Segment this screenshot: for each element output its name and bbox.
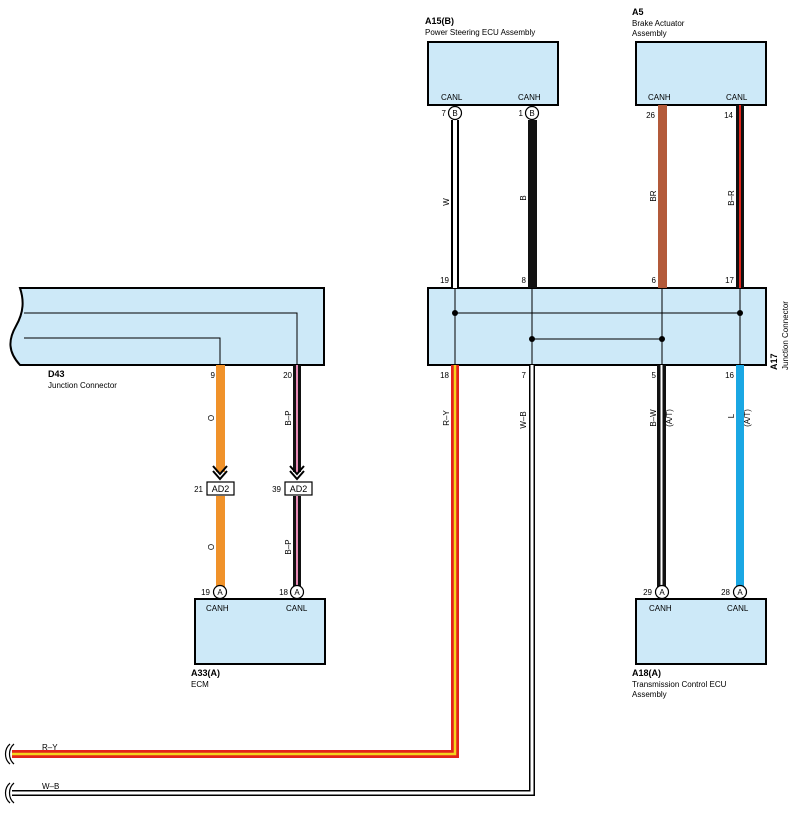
- wire-label: L: [727, 413, 736, 418]
- connector-letter: A: [217, 588, 223, 597]
- wire-label: W–B: [519, 411, 528, 428]
- a5-name-line1: Brake Actuator: [632, 19, 685, 28]
- a33-name: ECM: [191, 680, 209, 689]
- junction-ad2-left: AD2 21: [194, 465, 235, 496]
- connector-a33-19: A: [212, 584, 228, 600]
- wire-label: B–P: [284, 539, 293, 554]
- pin-number: 29: [643, 588, 652, 597]
- connector-a33-18: A: [289, 584, 305, 600]
- a17-code: A17: [769, 353, 779, 370]
- wire-r-y: [12, 365, 459, 758]
- a15-code: A15(B): [425, 16, 454, 26]
- a18-code: A18(A): [632, 668, 661, 678]
- d43-name: Junction Connector: [48, 381, 117, 390]
- a33-pin-canh: CANH: [206, 604, 229, 613]
- pin-number: 18: [440, 371, 449, 380]
- connector-letter: A: [659, 588, 665, 597]
- pin-number: 7: [522, 371, 527, 380]
- connector-a18-28: A: [732, 584, 748, 600]
- a18-pin-canl: CANL: [727, 604, 749, 613]
- connector-a18-29: A: [654, 584, 670, 600]
- pin-number: 5: [652, 371, 657, 380]
- a18-pin-canh: CANH: [649, 604, 672, 613]
- wire-label: R–Y: [42, 743, 58, 752]
- a33-pin-canl: CANL: [286, 604, 308, 613]
- wire-l: [736, 365, 744, 587]
- a5-pin-canl: CANL: [726, 93, 748, 102]
- a33-code: A33(A): [191, 668, 220, 678]
- wire-b: [528, 120, 537, 288]
- pin-number: 14: [724, 111, 733, 120]
- pin-number: 19: [201, 588, 210, 597]
- wire-label: B–R: [727, 190, 736, 206]
- wire-w: [451, 120, 459, 288]
- wire-label: B–P: [284, 410, 293, 425]
- pin-number: 7: [442, 109, 447, 118]
- pin-number: 9: [211, 371, 216, 380]
- wire-label: (A/T): [743, 409, 752, 427]
- component-a18: A18(A) Transmission Control ECU Assembly…: [632, 598, 767, 699]
- a18-name-line1: Transmission Control ECU: [632, 680, 727, 689]
- wire-b-p: [293, 365, 301, 587]
- wire-label: R–Y: [442, 410, 451, 426]
- connector-letter: B: [529, 109, 534, 118]
- pin-number: 6: [652, 276, 657, 285]
- pin-number: 16: [725, 371, 734, 380]
- junction-label: AD2: [290, 484, 308, 494]
- wire-label: O: [207, 544, 216, 550]
- a15-pin-canh: CANH: [518, 93, 541, 102]
- wire-b-r: [736, 105, 744, 288]
- a17-name: Junction Connector: [781, 301, 790, 370]
- a15-name: Power Steering ECU Assembly: [425, 28, 535, 37]
- wire-b-w: [657, 365, 666, 587]
- pin-number: 28: [721, 588, 730, 597]
- wire-labels: W B BR B–R R–Y W–B B–W (A/T) L (A/T) O B…: [42, 190, 752, 791]
- wire-label: W–B: [42, 782, 59, 791]
- junction-ad2-right: AD2 39: [272, 465, 313, 496]
- a5-pin-canh: CANH: [648, 93, 671, 102]
- wire-br: [658, 105, 667, 288]
- wire-label: BR: [649, 190, 658, 201]
- wire-label: B–W: [649, 409, 658, 427]
- a5-name-line2: Assembly: [632, 29, 667, 38]
- connector-a15-7: B: [447, 105, 463, 121]
- connector-a15-1: B: [524, 105, 540, 121]
- a5-code: A5: [632, 7, 644, 17]
- component-d43: D43 Junction Connector: [9, 287, 325, 390]
- a18-name-line2: Assembly: [632, 690, 667, 699]
- connector-letter: A: [737, 588, 743, 597]
- pin-number: 18: [279, 588, 288, 597]
- wire-w-b: [12, 365, 535, 796]
- pin-number: 20: [283, 371, 292, 380]
- component-a5: A5 Brake Actuator Assembly CANH CANL: [632, 7, 767, 106]
- pin-number: 19: [440, 276, 449, 285]
- connector-letter: B: [452, 109, 457, 118]
- wire-break-marks: [4, 743, 15, 804]
- a15-pin-canl: CANL: [441, 93, 463, 102]
- wire-label: (A/T): [665, 409, 674, 427]
- wire-o: [216, 365, 225, 587]
- pin-number: 21: [194, 485, 203, 494]
- wire-label: B: [519, 195, 528, 200]
- wire-label: W: [442, 198, 451, 206]
- connector-letter: A: [294, 588, 300, 597]
- pin-number: 1: [519, 109, 524, 118]
- d43-code: D43: [48, 369, 65, 379]
- pin-number: 8: [522, 276, 527, 285]
- component-a17: A17 Junction Connector: [427, 287, 790, 370]
- pin-number: 17: [725, 276, 734, 285]
- pin-number: 39: [272, 485, 281, 494]
- junction-label: AD2: [212, 484, 230, 494]
- component-a15: A15(B) Power Steering ECU Assembly CANL …: [425, 16, 559, 106]
- pin-number: 26: [646, 111, 655, 120]
- component-a33: A33(A) ECM CANH CANL: [191, 598, 326, 689]
- wire-label: O: [207, 415, 216, 421]
- pin-numbers: 7 1 26 14 19 8 6 17 18 7 5 16 9 20 19 18…: [201, 109, 734, 597]
